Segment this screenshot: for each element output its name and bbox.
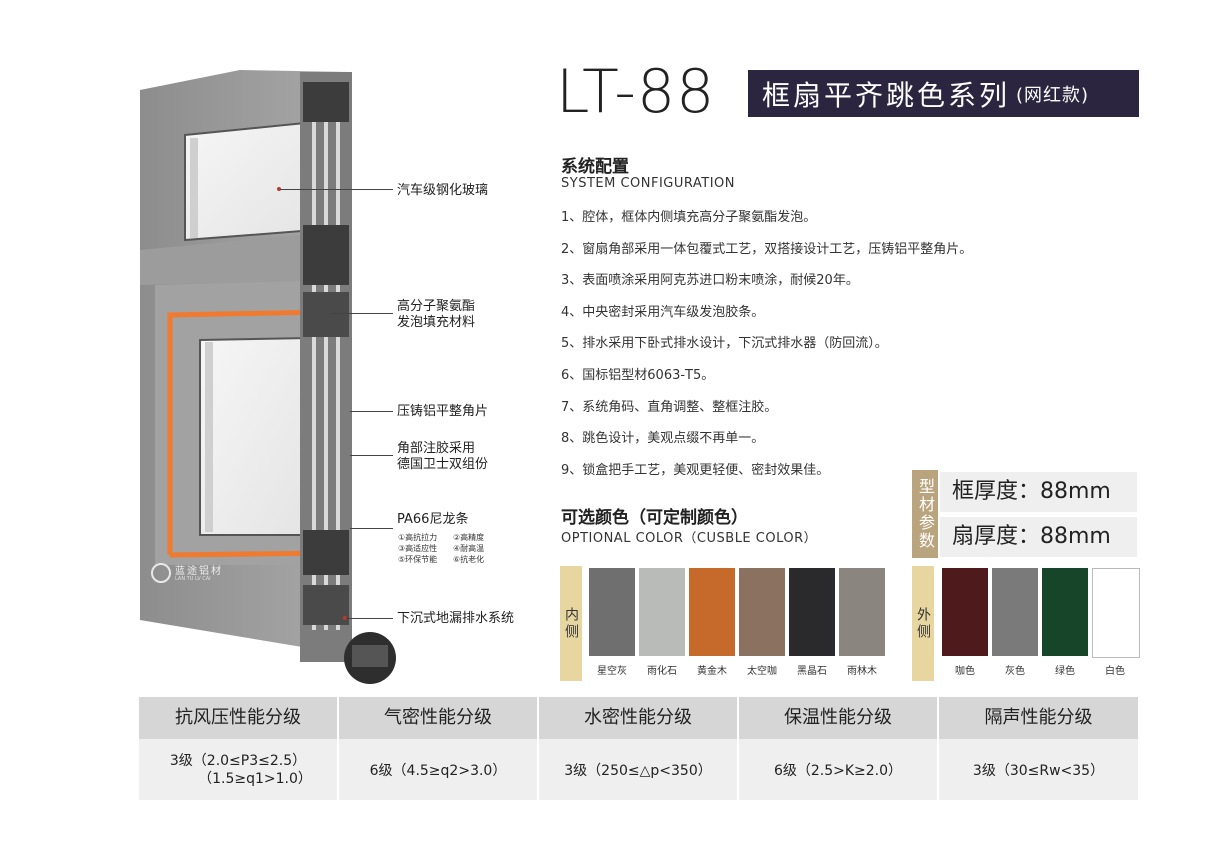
series-tag: (网红款) — [1016, 84, 1090, 106]
config-item: 5、排水采用下卧式排水设计，下沉式排水器（防回流）。 — [561, 336, 888, 352]
config-item: 9、锁盒把手工艺，美观更轻便、密封效果佳。 — [561, 462, 830, 478]
perf-value-line: （1.5≥q1>1.0） — [198, 770, 312, 787]
callout-corner-piece: 压铸铝平整角片 — [397, 404, 489, 419]
perf-header: 抗风压性能分级 — [139, 697, 337, 739]
outer-side-label: 外侧 — [912, 566, 934, 681]
inner-swatch-name: 黑晶石 — [797, 666, 827, 677]
system-config-subtitle: SYSTEM CONFIGURATION — [561, 176, 736, 191]
callout-pa66: PA66尼龙条 — [397, 512, 469, 527]
perf-value: 3级（250≤△p<350） — [539, 739, 737, 800]
lower-glass — [199, 336, 311, 536]
brand-name: 蓝途铝材 — [175, 566, 223, 577]
callout-drain: 下沉式地漏排水系统 — [397, 611, 515, 626]
series-name: 框扇平齐跳色系列 — [762, 78, 1011, 112]
pa66-feature: ⑤环保节能 — [398, 555, 438, 564]
brand-sub: LAN TU LV CAI — [175, 576, 211, 582]
outer-swatch-name: 绿色 — [1055, 666, 1075, 677]
perf-value: 6级（2.5>K≥2.0） — [739, 739, 937, 800]
callout-glue-1: 角部注胶采用 — [397, 441, 476, 456]
sash-thickness: 扇厚度：88mm — [940, 517, 1137, 557]
config-item: 7、系统角码、直角调整、整框注胶。 — [561, 399, 778, 415]
outer-swatch — [1042, 568, 1088, 656]
pa66-feature: ④耐高温 — [453, 544, 485, 553]
outer-swatch-name: 咖色 — [955, 666, 975, 677]
mullion — [140, 230, 350, 285]
pa66-feature: ③高适应性 — [398, 544, 438, 553]
inner-swatch-name: 黄金木 — [697, 666, 727, 677]
orange-highlight — [167, 309, 331, 555]
colors-subtitle: OPTIONAL COLOR（CUSBLE COLOR） — [561, 531, 818, 546]
inner-swatch — [639, 568, 685, 656]
inner-swatch-name: 雨林木 — [847, 666, 877, 677]
callout-polyurethane-1: 高分子聚氨酯 — [397, 299, 476, 314]
leader-line — [350, 411, 393, 412]
config-item: 1、腔体，框体内侧填充高分子聚氨酯发泡。 — [561, 210, 817, 225]
perf-value-line: 3级（2.0≤P3≤2.5） — [169, 752, 307, 769]
inner-swatch — [689, 568, 735, 656]
leader-line — [346, 618, 393, 619]
perf-value: 3级（2.0≤P3≤2.5） （1.5≥q1>1.0） — [139, 739, 337, 800]
window-profile-illustration — [140, 70, 396, 684]
inner-swatch — [589, 568, 635, 656]
callout-polyurethane-2: 发泡填充材料 — [397, 315, 476, 330]
inner-swatch — [739, 568, 785, 656]
inner-swatch-name: 星空灰 — [597, 666, 627, 677]
callout-tempered-glass: 汽车级钢化玻璃 — [397, 183, 489, 198]
inner-side-label: 内侧 — [560, 566, 582, 681]
inner-swatch — [789, 568, 835, 656]
perf-header: 隔声性能分级 — [939, 697, 1138, 739]
perf-header: 气密性能分级 — [339, 697, 537, 739]
config-item: 8、跳色设计，美观点缀不再单一。 — [561, 431, 765, 447]
inner-swatch-name: 雨化石 — [647, 666, 677, 677]
perf-value: 6级（4.5≥q2>3.0） — [339, 739, 537, 800]
inner-swatch — [839, 568, 885, 656]
leader-line — [350, 528, 393, 529]
leader-dot — [343, 616, 347, 620]
model-number: LT-88 — [556, 57, 716, 127]
config-item: 4、中央密封采用汽车级发泡胶条。 — [561, 304, 765, 320]
config-item: 3、表面喷涂采用阿克苏进口粉末喷涂，耐候20年。 — [561, 273, 859, 289]
series-banner: 框扇平齐跳色系列 (网红款) — [748, 70, 1139, 117]
perf-header: 水密性能分级 — [539, 697, 737, 739]
outer-swatch-name: 灰色 — [1005, 666, 1025, 677]
system-config-list: 1、腔体，框体内侧填充高分子聚氨酯发泡。 2、窗扇角部采用一体包覆式工艺，双搭接… — [561, 208, 972, 492]
outer-swatch-name: 白色 — [1105, 666, 1125, 677]
perf-value: 3级（30≤Rw<35） — [939, 739, 1138, 800]
outer-swatch — [942, 568, 988, 656]
pa66-feature: ②高精度 — [453, 533, 485, 542]
leader-dot — [277, 187, 281, 191]
upper-glass — [184, 120, 316, 242]
outer-swatch — [992, 568, 1038, 656]
system-config-title: 系统配置 — [561, 157, 629, 177]
brand-logo — [151, 563, 171, 583]
perf-header: 保温性能分级 — [739, 697, 937, 739]
config-item: 2、窗扇角部采用一体包覆式工艺，双搭接设计工艺，压铸铝平整角片。 — [561, 241, 973, 257]
pa66-feature: ⑥抗老化 — [453, 555, 485, 564]
leader-line — [280, 189, 393, 190]
colors-title: 可选颜色（可定制颜色） — [561, 508, 748, 528]
leader-line — [350, 455, 393, 456]
leader-line — [330, 313, 393, 314]
config-item: 6、国标铝型材6063-T5。 — [561, 367, 715, 383]
callout-glue-2: 德国卫士双组份 — [397, 457, 489, 472]
outer-swatch — [1092, 568, 1140, 658]
pa66-feature: ①高抗拉力 — [398, 533, 438, 542]
inner-swatch-name: 太空咖 — [747, 666, 777, 677]
performance-table: 抗风压性能分级 气密性能分级 水密性能分级 保温性能分级 隔声性能分级 3级（2… — [139, 697, 1138, 800]
frame-thickness: 框厚度：88mm — [940, 472, 1137, 512]
profile-params-label: 型材参数 — [912, 470, 938, 558]
